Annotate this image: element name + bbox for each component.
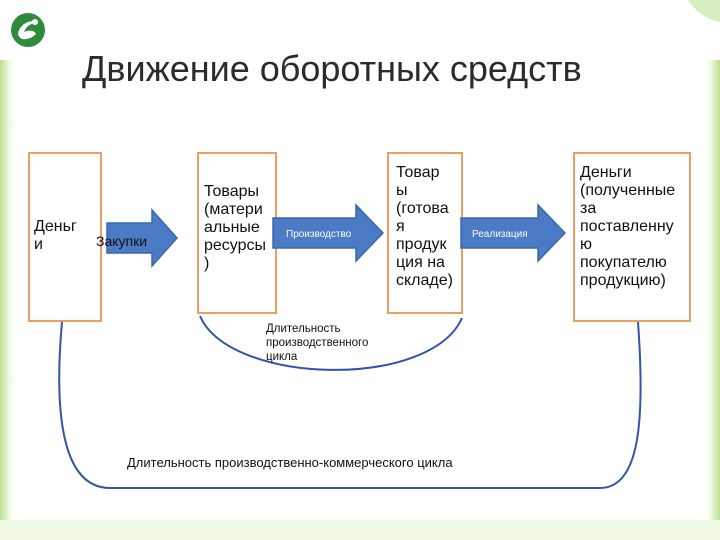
arrow-sales (460, 203, 566, 263)
full-cycle-curve (58, 321, 642, 489)
corner-decoration (688, 0, 720, 22)
label-purchase: Закупки (96, 233, 148, 249)
logo-icon (11, 13, 45, 47)
node-money: Деньг и (34, 218, 77, 253)
box-goods (387, 152, 463, 314)
arrow-production (272, 203, 384, 263)
node-money-received: Деньги (полученные за поставленну ю поку… (580, 164, 676, 289)
arrow-purchase (106, 208, 178, 268)
label-production: Производство (286, 229, 352, 240)
label-full-cycle: Длительность производственно-коммерческо… (127, 455, 453, 470)
left-side-band (0, 60, 18, 540)
label-sales: Реализация (472, 229, 528, 240)
label-production-cycle: Длительность производственного цикла (266, 323, 369, 363)
production-cycle-curve (199, 315, 463, 371)
slide-title: Движение оборотных средств (82, 48, 582, 89)
box-money-received (573, 152, 691, 322)
right-side-band (702, 60, 720, 540)
bottom-band (0, 520, 720, 540)
node-materials: Товары (матери альные ресурсы ) (204, 183, 267, 272)
box-money (28, 152, 102, 322)
node-goods: Товар ы (готова я продук ция на складе) (396, 164, 453, 289)
